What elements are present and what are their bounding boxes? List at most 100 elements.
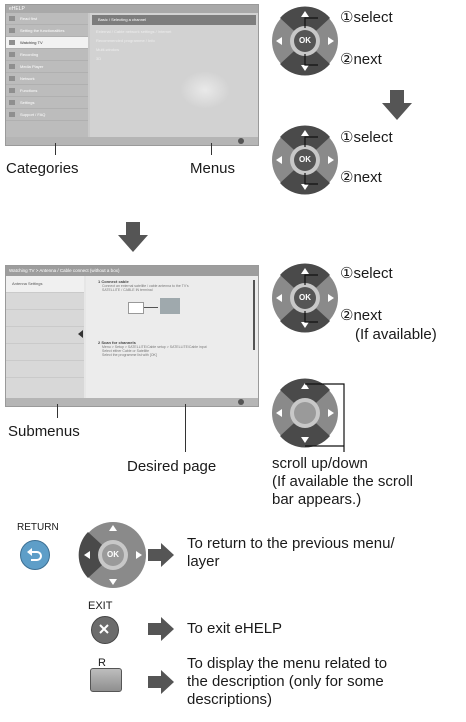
- next-label: next: [353, 307, 382, 324]
- category-item[interactable]: Media Player: [6, 61, 88, 73]
- menu-item-selected[interactable]: Basic / Selecting a channel: [92, 15, 256, 25]
- exit-key-label: EXIT: [88, 600, 113, 612]
- submenus-pointer-line: [57, 404, 58, 418]
- category-label: Network: [20, 76, 35, 81]
- category-item[interactable]: Read first: [6, 13, 88, 25]
- scroll-line2: (If available the scroll: [272, 473, 413, 490]
- diagram-image: [160, 298, 180, 314]
- dpad-select-next-icon: [272, 6, 338, 76]
- category-icon: [9, 16, 15, 21]
- category-item[interactable]: Functions: [6, 85, 88, 97]
- select-label: select: [353, 9, 393, 26]
- desired-page-label: Desired page: [127, 458, 217, 475]
- close-icon: [99, 624, 109, 634]
- content-line: SATELLITE / CABLE IN terminal: [102, 288, 153, 292]
- category-label: Media Player: [20, 64, 44, 69]
- submenu-item[interactable]: [6, 293, 84, 310]
- category-icon: [9, 100, 15, 105]
- content-line: Select the programme list with [OK]: [102, 353, 157, 357]
- menus-pointer-line: [211, 143, 212, 155]
- category-label: Recording: [20, 52, 39, 57]
- categories-pointer-line: [55, 143, 56, 155]
- content-line: Select either Cable or Satellite: [102, 349, 150, 353]
- category-label: Read first: [20, 16, 38, 21]
- submenu-list: Antenna Settings: [6, 276, 84, 398]
- return-icon: [27, 548, 42, 561]
- category-item[interactable]: Recording: [6, 49, 88, 61]
- exit-description: To exit eHELP: [187, 620, 283, 637]
- screen-footer: [6, 137, 258, 145]
- screen-title: Watching TV > Antenna / Cable connect (w…: [9, 268, 120, 273]
- category-label: Watching TV: [20, 40, 43, 45]
- submenu-item[interactable]: [6, 310, 84, 327]
- down-arrow-icon: [382, 90, 412, 120]
- step-number-1: ①: [340, 265, 354, 282]
- right-arrow-icon: [148, 670, 174, 694]
- content-line: Connect an external satellite / cable an…: [102, 284, 189, 288]
- category-icon: [9, 76, 15, 81]
- scroll-bracket: [305, 383, 345, 452]
- r-button[interactable]: [90, 668, 122, 692]
- desired-page-pointer-line: [185, 404, 186, 452]
- ok-button-label: OK: [299, 293, 311, 302]
- nav1-next: ②next: [340, 50, 382, 68]
- return-key-label: RETURN: [17, 522, 59, 533]
- menu-item[interactable]: Recommended programme / Info: [96, 38, 155, 43]
- submenu-item[interactable]: [6, 327, 84, 344]
- category-label: Support / FAQ: [20, 112, 46, 117]
- diagram-box: [128, 302, 144, 314]
- nav2-next: ②next: [340, 168, 382, 186]
- select-label: select: [353, 129, 393, 146]
- menus-label: Menus: [190, 160, 236, 177]
- dpad-select-next-icon: [272, 263, 338, 333]
- step-number-1: ①: [340, 9, 354, 26]
- scroll-line1: scroll up/down: [272, 455, 368, 472]
- submenu-item-selected[interactable]: Antenna Settings: [6, 276, 84, 293]
- category-icon: [9, 52, 15, 57]
- menu-item[interactable]: 3D: [96, 56, 102, 61]
- step-number-1: ①: [340, 129, 354, 146]
- submenu-item[interactable]: [6, 344, 84, 361]
- submenu-item[interactable]: [6, 361, 84, 378]
- dpad-left-icon: [78, 522, 146, 588]
- category-item[interactable]: Network: [6, 73, 88, 85]
- scroll-line3: bar appears.): [272, 491, 362, 508]
- scrollbar[interactable]: [253, 280, 255, 350]
- content-line: Menu > Setup > SATELLITE/Cable setup > S…: [102, 345, 207, 349]
- category-item[interactable]: Support / FAQ: [6, 109, 88, 121]
- menu-list: Basic / Selecting a channel External / C…: [90, 13, 258, 137]
- select-label: select: [353, 265, 393, 282]
- return-description-line1: To return to the previous menu/: [187, 535, 395, 552]
- if-available-note: (If available): [355, 326, 437, 343]
- step-number-2: ②: [340, 307, 354, 324]
- screen-header: eHELP: [6, 5, 258, 13]
- dpad-select-next-icon: [272, 125, 338, 195]
- footer-button-icon: [238, 399, 244, 405]
- menu-item[interactable]: Multi-window: [96, 47, 120, 52]
- ehelp-screen-detail: Watching TV > Antenna / Cable connect (w…: [5, 265, 259, 407]
- screen-header: Watching TV > Antenna / Cable connect (w…: [6, 266, 258, 276]
- category-item-selected[interactable]: Watching TV: [6, 37, 88, 49]
- content-line: 1 Connect cable: [98, 279, 129, 284]
- nav3-select: ①select: [340, 264, 393, 282]
- ehelp-screen-main: eHELP Read first Setting the functionali…: [5, 4, 259, 146]
- return-button[interactable]: [20, 540, 50, 570]
- category-item[interactable]: Settings: [6, 97, 88, 109]
- category-item[interactable]: Setting the functionalities: [6, 25, 88, 37]
- page-prev-icon[interactable]: [78, 330, 83, 338]
- r-key-label: R: [98, 657, 106, 669]
- category-label: Settings: [20, 100, 35, 105]
- exit-button[interactable]: [91, 616, 119, 644]
- category-icon: [9, 88, 15, 93]
- screen-title: eHELP: [9, 6, 25, 12]
- decorative-illustration: [180, 71, 230, 109]
- diagram-arrow: [144, 307, 158, 308]
- submenus-label: Submenus: [8, 423, 80, 440]
- nav1-select: ①select: [340, 8, 393, 26]
- step-number-2: ②: [340, 51, 354, 68]
- menu-item[interactable]: External / Cable network settings / Inte…: [96, 29, 172, 34]
- category-label: Setting the functionalities: [20, 28, 65, 33]
- next-label: next: [353, 51, 382, 68]
- right-arrow-icon: [148, 617, 174, 641]
- category-icon: [9, 40, 15, 45]
